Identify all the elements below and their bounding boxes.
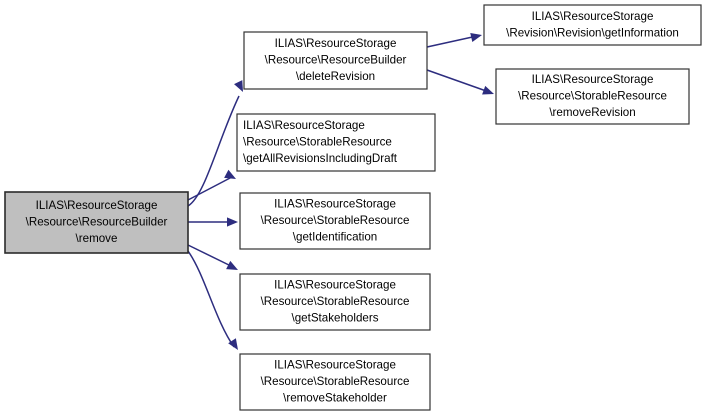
graph-node-getAllRevisionsIncludingDraft[interactable]: ILIAS\ResourceStorage \Resource\StorableR… [236, 113, 436, 172]
node-label-removeRevision-line2: \Resource\StorableResource [518, 90, 667, 103]
graph-node-remove[interactable]: ILIAS\ResourceStorage \Resource\ResourceB… [4, 191, 189, 254]
node-label-remove-line3: \remove [76, 232, 118, 245]
node-label-removeStakeholder-line1: ILIAS\ResourceStorage [274, 359, 396, 372]
arrowhead-deleteRevision-to-removeRevision [482, 85, 494, 95]
node-label-getInformation-line2: \Revision\Revision\getInformation [506, 26, 679, 39]
node-label-getAllRevisionsIncludingDraft-line2: \Resource\StorableResource [243, 136, 392, 149]
call-edge-deleteRevision-to-removeRevision [426, 69, 490, 93]
call-edge-remove-to-removeStakeholder [187, 250, 235, 348]
arrowhead-remove-to-removeStakeholder [228, 338, 238, 350]
node-label-remove-line2: \Resource\ResourceBuilder [26, 216, 168, 229]
node-box-getInformation[interactable] [483, 4, 702, 46]
call-edge-remove-to-getStakeholders [187, 244, 234, 268]
node-label-getAllRevisionsIncludingDraft-line1: ILIAS\ResourceStorage [243, 119, 365, 132]
node-label-getStakeholders-line3: \getStakeholders [291, 312, 378, 325]
node-box-deleteRevision[interactable] [243, 31, 428, 90]
call-edge-deleteRevision-to-getInformation [426, 35, 478, 48]
graph-node-removeStakeholder[interactable]: ILIAS\ResourceStorage \Resource\StorableR… [239, 353, 431, 411]
edge-layer [187, 32, 494, 350]
arrowhead-remove-to-deleteRevision [234, 80, 243, 92]
node-box-getAllRevisionsIncludingDraft[interactable] [236, 113, 436, 172]
node-label-getStakeholders-line2: \Resource\StorableResource [261, 295, 410, 308]
node-box-removeRevision[interactable] [495, 68, 690, 125]
node-label-getAllRevisionsIncludingDraft-line3: \getAllRevisionsIncludingDraft [243, 152, 398, 165]
arrowhead-remove-to-getStakeholders [226, 260, 238, 270]
node-label-deleteRevision-line1: ILIAS\ResourceStorage [275, 37, 397, 50]
node-label-getInformation-line1: ILIAS\ResourceStorage [532, 10, 654, 23]
node-box-remove[interactable] [4, 191, 189, 254]
node-box-getStakeholders[interactable] [239, 273, 431, 331]
node-label-getIdentification-line2: \Resource\StorableResource [261, 214, 410, 227]
graph-node-getIdentification[interactable]: ILIAS\ResourceStorage \Resource\StorableR… [239, 192, 431, 250]
node-box-getIdentification[interactable] [239, 192, 431, 250]
graph-node-getStakeholders[interactable]: ILIAS\ResourceStorage \Resource\StorableR… [239, 273, 431, 331]
node-label-getIdentification-line1: ILIAS\ResourceStorage [274, 198, 396, 211]
call-edge-remove-to-deleteRevision [187, 95, 240, 207]
arrowhead-deleteRevision-to-getInformation [470, 32, 482, 42]
node-label-removeStakeholder-line3: \removeStakeholder [283, 392, 387, 405]
node-box-removeStakeholder[interactable] [239, 353, 431, 411]
node-label-deleteRevision-line3: \deleteRevision [296, 70, 375, 83]
node-label-removeStakeholder-line2: \Resource\StorableResource [261, 375, 410, 388]
node-label-removeRevision-line1: ILIAS\ResourceStorage [532, 73, 654, 86]
node-label-getIdentification-line3: \getIdentification [293, 231, 377, 244]
graph-node-getInformation[interactable]: ILIAS\ResourceStorage \Revision\Revision\… [483, 4, 702, 46]
node-layer: ILIAS\ResourceStorage \Resource\ResourceB… [4, 4, 702, 411]
graph-node-deleteRevision[interactable]: ILIAS\ResourceStorage \Resource\ResourceB… [243, 31, 428, 90]
node-label-remove-line1: ILIAS\ResourceStorage [36, 199, 158, 212]
arrowhead-remove-to-getIdentification [227, 217, 238, 227]
call-edge-remove-to-getAllRevisionsIncludingDraft [187, 176, 233, 201]
node-label-removeRevision-line3: \removeRevision [549, 106, 635, 119]
node-label-getStakeholders-line1: ILIAS\ResourceStorage [274, 279, 396, 292]
arrowhead-remove-to-getAllRevisionsIncludingDraft [224, 169, 236, 179]
graph-node-removeRevision[interactable]: ILIAS\ResourceStorage \Resource\StorableR… [495, 68, 690, 125]
node-label-deleteRevision-line2: \Resource\ResourceBuilder [265, 54, 407, 67]
